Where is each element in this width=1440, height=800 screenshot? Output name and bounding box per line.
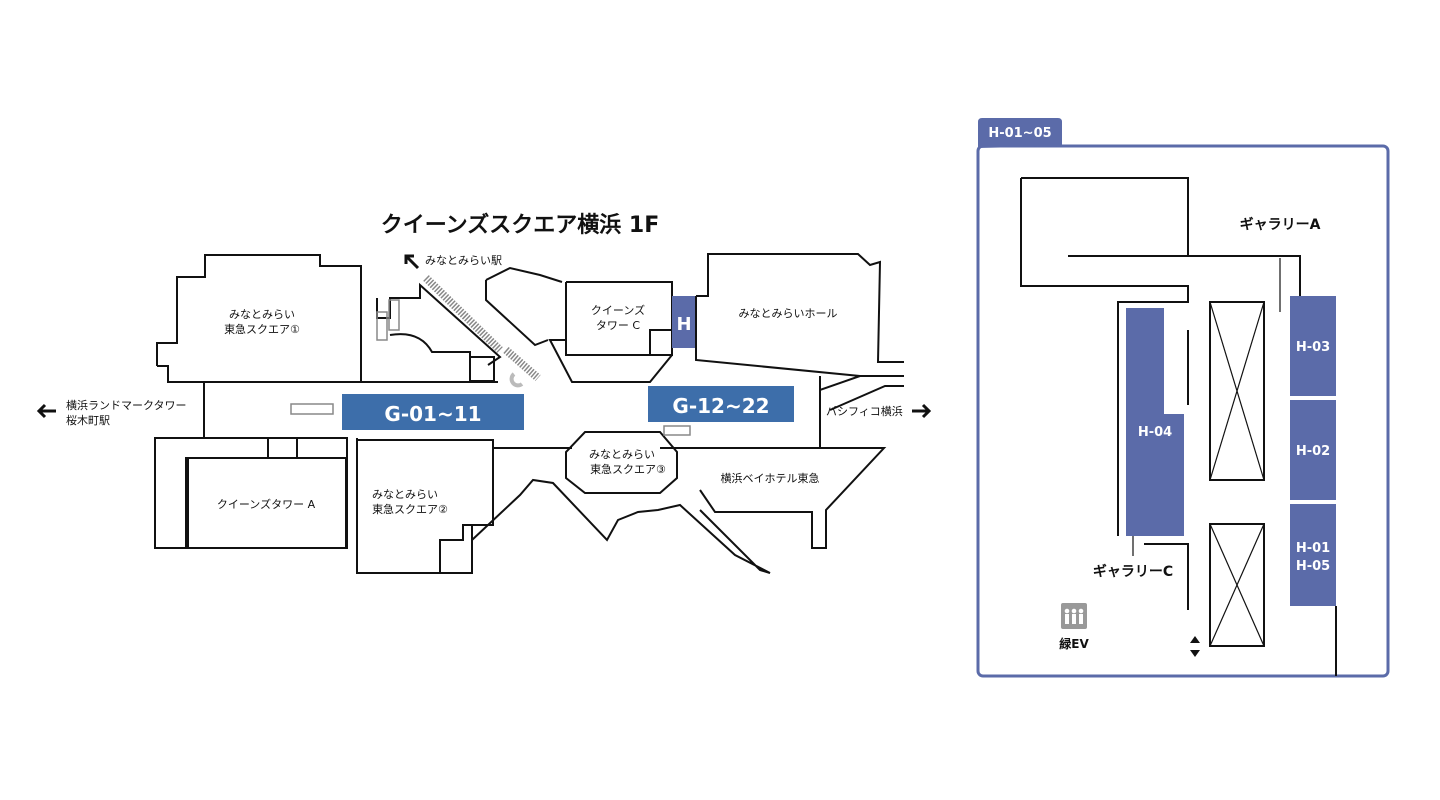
booth-h-03-label: H-03 <box>1296 340 1330 355</box>
label-minatomirai-station[interactable]: みなとみらい駅 <box>425 254 502 267</box>
booth-h-03[interactable] <box>1290 296 1336 396</box>
label-gallery-c: ギャラリーC <box>1093 563 1173 580</box>
escalator-icon <box>290 275 691 436</box>
booth-h-01-label: H-01 <box>1296 541 1330 556</box>
booth-h-04-label: H-04 <box>1138 425 1172 440</box>
detail-tab-label: H-01~05 <box>988 126 1051 141</box>
detail-walls <box>1020 177 1337 676</box>
label-tower-c-line2: タワー C <box>596 319 640 332</box>
label-tower-c-line1: クイーンズ <box>591 303 645 317</box>
label-bay-hotel-tokyu: 横浜ベイホテル東急 <box>721 471 820 485</box>
zone-g-12-22-label: G-12~22 <box>672 394 769 418</box>
label-sakuragicho[interactable]: 桜木町駅 <box>66 413 110 427</box>
label-pacifico[interactable]: パシフィコ横浜 <box>826 404 903 418</box>
building-tokyu-square-1[interactable] <box>156 254 362 383</box>
zone-g-01-11-label: G-01~11 <box>384 402 481 426</box>
label-landmark-tower[interactable]: 横浜ランドマークタワー <box>66 398 187 412</box>
booth-h-02-label: H-02 <box>1296 444 1330 459</box>
label-tokyu-square-1-line2: 東急スクエア① <box>224 322 300 336</box>
booth-h-05-label: H-05 <box>1296 559 1330 574</box>
up-down-arrow-icon <box>1190 636 1200 657</box>
zone-g-01-11[interactable] <box>342 394 524 430</box>
elevator-icon <box>1061 603 1087 629</box>
building-tokyu-square-2[interactable] <box>356 438 494 574</box>
arrow-right-icon <box>912 403 932 419</box>
zone-h-label: H <box>676 314 691 335</box>
label-tokyu-square-2-line2: 東急スクエア② <box>372 502 448 516</box>
label-tokyu-square-1-line1: みなとみらい <box>229 308 295 321</box>
building-minatomirai-hall[interactable] <box>695 253 904 411</box>
detail-frame <box>976 144 1390 678</box>
label-tokyu-square-3-line1: みなとみらい <box>589 448 655 461</box>
void-lower <box>1209 523 1265 647</box>
void-upper <box>1209 301 1265 481</box>
building-queens-tower-a[interactable] <box>154 437 348 549</box>
label-queens-tower-a: クイーンズタワー A <box>217 497 316 511</box>
label-gallery-a: ギャラリーA <box>1240 216 1321 233</box>
booth-h-01-05[interactable] <box>1290 504 1336 606</box>
detail-tab <box>978 118 1062 148</box>
label-tokyu-square-2-line1: みなとみらい <box>372 488 438 501</box>
booth-h-04[interactable] <box>1126 308 1184 536</box>
arrow-up-left-icon <box>404 254 420 270</box>
building-tokyu-square-3[interactable] <box>565 431 678 494</box>
booth-h-02[interactable] <box>1290 400 1336 500</box>
zone-h[interactable] <box>672 296 696 348</box>
map-title: クイーンズスクエア横浜 1F <box>381 212 659 238</box>
label-tokyu-square-3-line2: 東急スクエア③ <box>590 462 666 476</box>
arrow-left-icon <box>36 403 56 419</box>
zone-g-12-22[interactable] <box>648 386 794 422</box>
label-minatomirai-hall: みなとみらいホール <box>739 307 838 320</box>
lower-corridor-walls <box>471 390 887 574</box>
station-approach <box>376 266 563 382</box>
label-green-ev: 緑EV <box>1059 636 1089 651</box>
building-queens-tower-c[interactable] <box>548 281 673 383</box>
